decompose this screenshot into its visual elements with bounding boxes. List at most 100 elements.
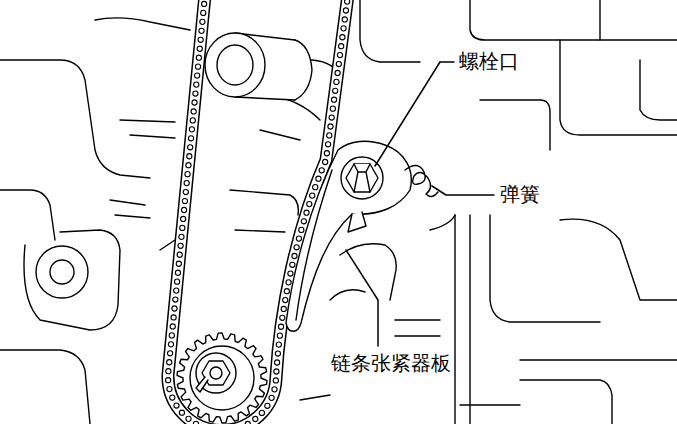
chain-link [292, 253, 297, 258]
chain-link [273, 378, 278, 383]
chain-link [196, 55, 201, 60]
chain-link [192, 100, 197, 105]
chain-link [304, 210, 309, 215]
chain-link [284, 289, 289, 294]
chain-link [174, 279, 179, 284]
chain-link [294, 245, 299, 250]
chain-link [307, 202, 312, 207]
chain-link [334, 79, 339, 84]
chain-link [331, 97, 336, 102]
chain-link [337, 53, 342, 58]
chain-link [286, 280, 291, 285]
chain-link [276, 342, 281, 347]
part-label: 链条张紧器板 [328, 350, 454, 376]
chain-link [280, 315, 285, 320]
chain-link [313, 185, 318, 190]
chain-link [186, 163, 191, 168]
chain-link [184, 181, 189, 186]
chain-link [296, 236, 301, 241]
chain-link [299, 227, 304, 232]
chain-link [333, 88, 338, 93]
chain-link [278, 324, 283, 329]
chain-link [253, 416, 258, 421]
leader-lines [346, 62, 494, 346]
chain-link [193, 91, 198, 96]
chain-link [325, 142, 330, 147]
chain-link [179, 410, 184, 415]
chain-link [172, 306, 177, 311]
chain-link [340, 35, 345, 40]
chain-link [177, 252, 182, 257]
chain-link [316, 176, 321, 181]
chain-link [170, 324, 175, 329]
chain-link [290, 262, 295, 267]
chain-link [245, 421, 250, 424]
crank-sprocket [177, 333, 267, 423]
chain-link [197, 46, 202, 51]
chain-link [185, 172, 190, 177]
chain-link [187, 154, 192, 159]
chain-link [180, 225, 185, 230]
chain-link [195, 73, 200, 78]
chain-link [343, 8, 348, 13]
chain-link [194, 82, 199, 87]
chain-link [342, 17, 347, 22]
chain-link [330, 106, 335, 111]
chain-link [188, 136, 193, 141]
part-label: 螺栓口 [456, 48, 522, 74]
chain-link [274, 369, 279, 374]
chain-link [195, 64, 200, 69]
chain-link [275, 360, 280, 365]
chain-link [174, 288, 179, 293]
chain-link [183, 189, 188, 194]
chain-link [259, 410, 264, 415]
chain-link [328, 124, 333, 129]
chain-link [181, 207, 186, 212]
chain-link [168, 351, 173, 356]
chain-link [174, 403, 179, 408]
chain-link [170, 395, 175, 400]
chain-link [265, 403, 270, 408]
chain-link [288, 271, 293, 276]
tensioner-plate [286, 141, 411, 331]
chain-link [182, 198, 187, 203]
chain-link [281, 306, 286, 311]
chain-link [323, 159, 328, 164]
chain-link [310, 193, 315, 198]
chain-link [166, 378, 171, 383]
part-label: 弹簧 [497, 181, 543, 207]
chain-link [339, 44, 344, 49]
chain-link [178, 243, 183, 248]
chain-link [345, 0, 350, 4]
chain-link [168, 342, 173, 347]
chain-link [186, 416, 191, 421]
chain-link [175, 270, 180, 275]
chain-link [319, 168, 324, 173]
chain-link [171, 315, 176, 320]
chain-link [269, 395, 274, 400]
chain-link [327, 133, 332, 138]
chain-link [199, 28, 204, 33]
chain-link [173, 297, 178, 302]
chain-link [166, 369, 171, 374]
tensioner-spring [405, 165, 438, 196]
chain-link [190, 118, 195, 123]
chain-link [272, 387, 277, 392]
chain-link [198, 37, 203, 42]
chain-link [193, 421, 198, 424]
chain-link [189, 127, 194, 132]
chain-link [176, 261, 181, 266]
chain-link [188, 145, 193, 150]
chain-link [329, 115, 334, 120]
chain-link [181, 216, 186, 221]
chain-link [169, 333, 174, 338]
chain-link [179, 234, 184, 239]
chain-link [191, 109, 196, 114]
chain-link [202, 1, 207, 6]
chain-link [283, 297, 288, 302]
chain-link [335, 70, 340, 75]
chain-link [200, 19, 205, 24]
chain-link [324, 151, 329, 156]
